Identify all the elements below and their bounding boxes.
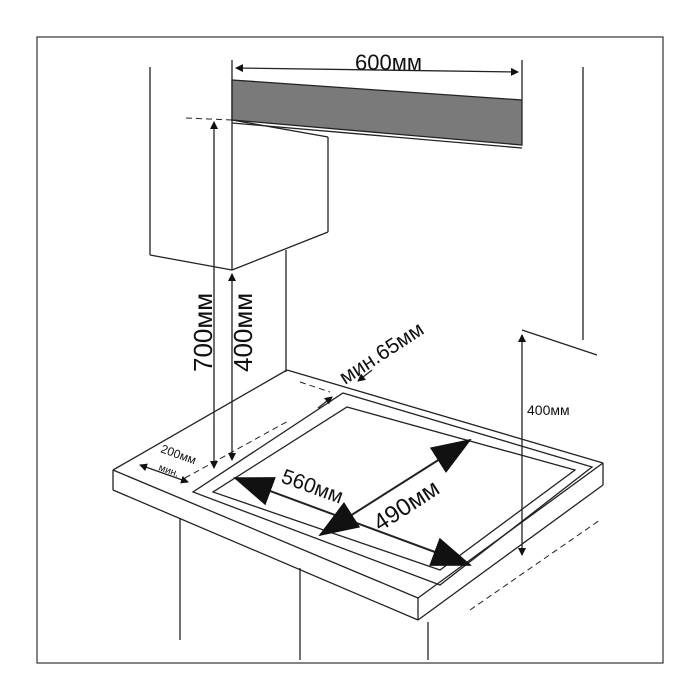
label-400-right: 400мм: [527, 402, 570, 418]
label-560: 560мм: [278, 465, 346, 508]
label-700: 700мм: [188, 293, 218, 372]
label-min: мин.: [157, 462, 180, 479]
cooker-hood: [231, 79, 523, 146]
label-400-left: 400мм: [228, 293, 258, 372]
hob: [191, 392, 594, 586]
label-min-65: мин.65мм: [335, 318, 428, 389]
right-wall: [521, 60, 598, 356]
label-490: 490мм: [369, 475, 445, 537]
frame: [36, 36, 664, 664]
label-600: 600мм: [355, 50, 422, 75]
wall-cabinet: [149, 60, 329, 372]
